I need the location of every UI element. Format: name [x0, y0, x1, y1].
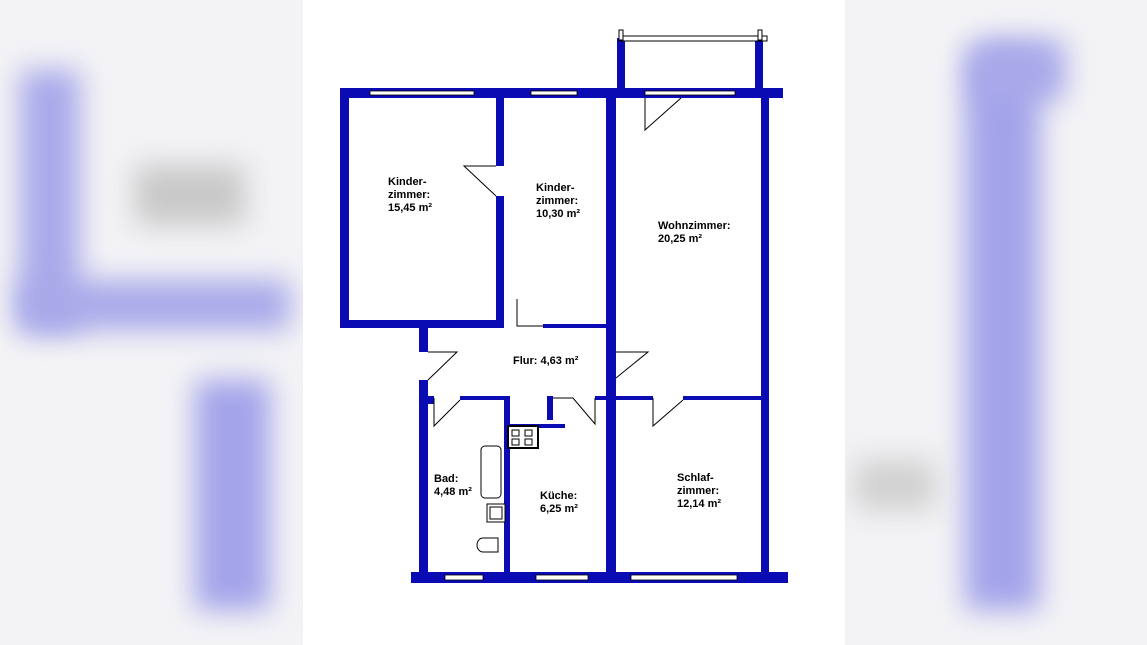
room-area: 15,45 m²: [388, 202, 433, 214]
washbasin-inner: [489, 506, 503, 520]
fixtures: [476, 425, 539, 553]
wall: [761, 88, 769, 580]
window: [369, 90, 475, 96]
wall: [428, 396, 434, 404]
room-area: 20,25 m²: [658, 233, 703, 245]
balcony-post: [617, 38, 625, 90]
blurred-wall-shape: [20, 280, 290, 330]
room-name: Flur: 4,63 m²: [513, 355, 579, 367]
room-name: Kinder-: [536, 182, 575, 194]
window: [630, 574, 738, 581]
door: [516, 299, 543, 327]
door: [462, 165, 497, 197]
room-name: Kinder-: [388, 176, 427, 188]
blurred-background-right: [845, 0, 1147, 645]
room-area: 12,14 m²: [677, 498, 722, 510]
blurred-wall-shape: [965, 50, 1040, 610]
floor-plan: Kinder- zimmer: 15,45 m² Kinder- zimmer:…: [303, 0, 845, 645]
room-area: 4,48 m²: [434, 486, 472, 498]
wall: [340, 88, 349, 328]
wall: [496, 88, 504, 166]
wall: [683, 396, 761, 400]
wall: [419, 328, 428, 352]
room-name: Küche:: [540, 490, 578, 502]
windows: [369, 90, 738, 581]
room-name: Schlaf-: [677, 472, 714, 484]
door: [615, 351, 650, 379]
door: [652, 398, 684, 428]
balcony: [617, 29, 768, 90]
wall: [547, 396, 553, 420]
room-name: Wohnzimmer:: [658, 220, 731, 232]
stove-burner: [511, 429, 520, 437]
wall: [595, 396, 606, 400]
wall: [606, 378, 616, 580]
room-label-kinderzimmer-2: Kinder- zimmer: 10,30 m²: [536, 182, 580, 221]
blurred-room-shape: [135, 165, 245, 225]
wall: [504, 396, 510, 580]
bathtub: [480, 445, 502, 499]
room-name: zimmer:: [536, 195, 579, 207]
room-area: 6,25 m²: [540, 503, 578, 515]
toilet: [476, 537, 499, 553]
balcony-post: [755, 38, 763, 90]
balcony-railing-end: [618, 29, 624, 41]
room-name: zimmer:: [388, 189, 431, 201]
window: [644, 90, 736, 96]
room-label-kueche: Küche: 6,25 m²: [540, 490, 578, 516]
blurred-background-left: [0, 0, 303, 645]
wall: [606, 88, 616, 382]
room-area: 10,30 m²: [536, 208, 581, 220]
blurred-room-shape: [855, 460, 935, 510]
doors: [427, 97, 684, 428]
window: [444, 574, 484, 581]
room-label-schlafzimmer: Schlaf- zimmer: 12,14 m²: [677, 472, 721, 511]
wall: [496, 196, 504, 328]
wall: [411, 572, 788, 583]
door: [427, 351, 459, 381]
window: [535, 574, 589, 581]
floor-plan-drawing: [340, 29, 788, 583]
door: [433, 398, 461, 428]
stove-burner: [524, 438, 533, 446]
stove-burner: [524, 429, 533, 437]
door: [644, 97, 682, 132]
wall: [460, 396, 504, 400]
room-label-flur: Flur: 4,63 m²: [513, 355, 578, 368]
wall: [616, 396, 653, 400]
wall: [340, 320, 502, 328]
room-label-wohnzimmer: Wohnzimmer: 20,25 m²: [658, 220, 731, 246]
blurred-wall-shape: [975, 40, 1065, 100]
window: [530, 90, 578, 96]
room-name: Bad:: [434, 473, 459, 485]
room-name: zimmer:: [677, 485, 720, 497]
wall: [543, 324, 606, 328]
room-label-kinderzimmer-1: Kinder- zimmer: 15,45 m²: [388, 176, 432, 215]
stove-burner: [511, 438, 520, 446]
wall: [419, 380, 428, 580]
door: [553, 397, 596, 426]
balcony-railing: [618, 35, 768, 42]
blurred-wall-shape: [195, 380, 270, 610]
room-label-bad: Bad: 4,48 m²: [434, 473, 472, 499]
balcony-railing-end: [757, 29, 763, 41]
